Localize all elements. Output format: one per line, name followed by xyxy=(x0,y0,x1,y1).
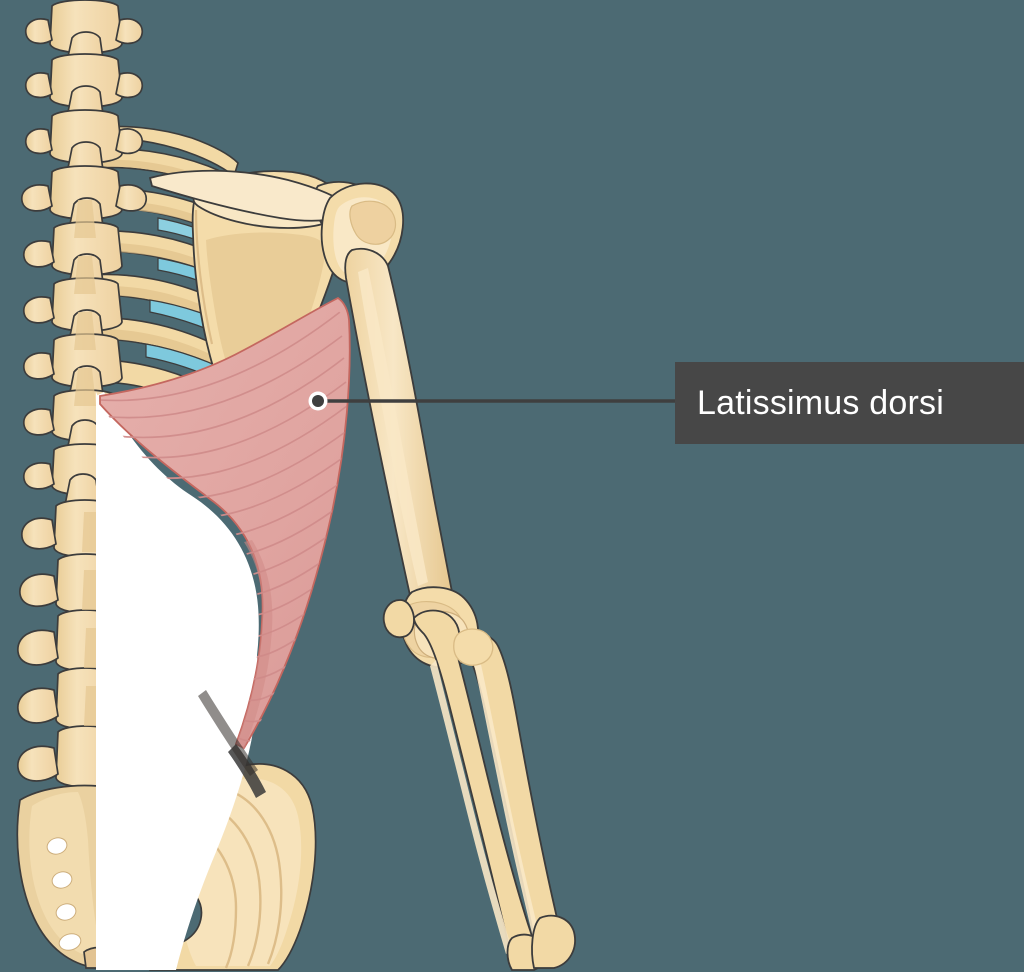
vertebral-column xyxy=(17,0,147,788)
callout-label-box[interactable]: Latissimus dorsi xyxy=(675,362,1024,444)
ulna xyxy=(413,609,546,971)
radius xyxy=(453,628,576,969)
callout-leader xyxy=(308,391,690,411)
forearm xyxy=(413,609,576,971)
callout-label-text: Latissimus dorsi xyxy=(697,383,944,422)
thoracolumbar-aponeurosis xyxy=(96,392,259,970)
leader-marker-dot xyxy=(312,395,324,407)
